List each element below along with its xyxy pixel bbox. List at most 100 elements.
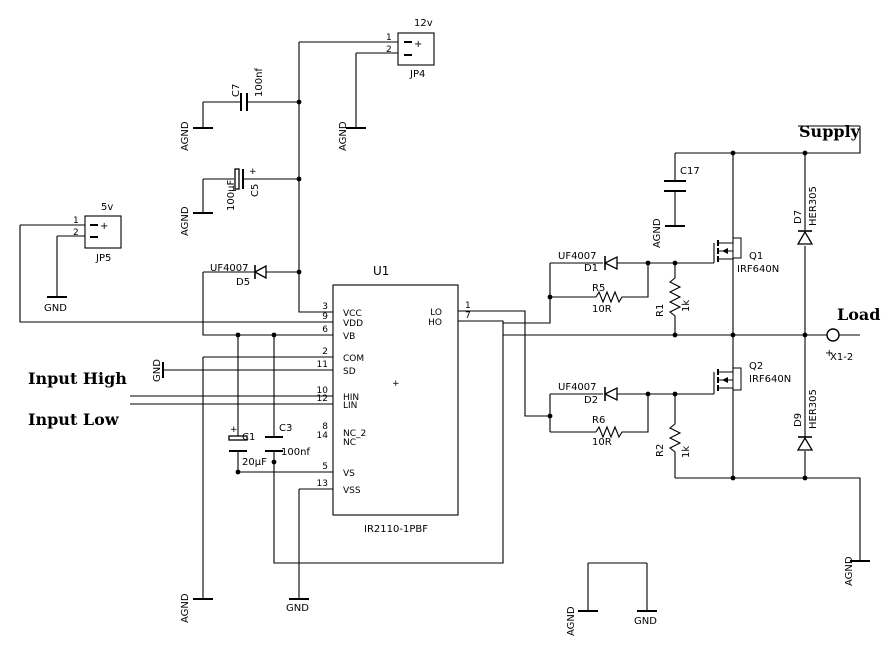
ic-pin-number: 5 [322,462,328,472]
ic-pin-name: VSS [343,486,361,496]
junction [271,459,277,465]
agnd-label-com: AGND [180,593,191,623]
jp5-pin-2: 2 [73,228,79,238]
ic-pin-number: 14 [317,431,329,441]
capacitor-c17: C17 [664,166,700,192]
junction [672,332,678,338]
gnd-label-vss: GND [286,603,309,614]
q2-ref: Q2 [749,361,763,372]
wires [19,41,861,610]
agnd-label-c5: AGND [180,206,191,236]
input-high-label: Input High [28,369,127,388]
jp4-value: 12v [414,18,433,29]
c5-plus-mark: + [249,167,257,177]
ic-pin-name: SD [343,367,356,377]
c7-value: 100nf [254,68,265,97]
ic-pin-name: HIN [343,393,359,403]
ic-pin-number: 11 [317,360,328,370]
ic-pin-name: VDD [343,319,363,329]
ic-pin-number: 8 [322,422,328,432]
junction [547,413,553,419]
ic-left-pins: 3VCC9VDD6VB2COM11SD10HIN12LIN8NC_214NC5V… [317,302,367,496]
ic-pin-name: NC_2 [343,429,366,439]
x1-plus-mark: + [825,348,833,359]
jp4-plus-mark: + [414,39,422,50]
c17-ref: C17 [680,166,700,177]
junction [235,469,241,475]
u1-part: IR2110-1PBF [364,524,428,535]
d7-ref: D7 [793,210,804,224]
d1-part: UF4007 [558,251,597,262]
u1-center-mark: + [392,379,400,389]
d2-part: UF4007 [558,382,597,393]
c1-value: 20µF [242,457,267,468]
gnd-label-sd: GND [152,359,163,382]
c3-value: 100nf [281,447,310,458]
ic-pin-number: 12 [317,394,328,404]
x1-ref: X1-2 [830,352,853,363]
load-label: Load [837,305,880,324]
r1-value: 1k [681,300,692,312]
d1-ref: D1 [584,263,598,274]
ic-pin-name: VB [343,332,355,342]
jp5-plus-mark: + [100,221,108,232]
junction [271,332,277,338]
diode-d1: UF4007 D1 [558,251,618,274]
diode-d7: D7 HER305 [793,186,819,245]
ic-pin-name: LO [430,308,442,318]
junction [645,260,651,266]
junctions [235,99,808,481]
resistor-r1: R1 1k [655,277,692,320]
jp5-pin-1: 1 [73,216,79,226]
supply-label: Supply [799,122,861,141]
jp4-pin-1: 1 [386,33,392,43]
junction [296,269,302,275]
ic-pin-number: 6 [322,325,328,335]
agnd-label-c7: AGND [180,121,191,151]
d2-ref: D2 [584,395,598,406]
jp5-value: 5v [101,202,113,213]
jp4-pin-2: 2 [386,45,392,55]
junction [296,176,302,182]
resistor-r5: R5 10R [592,283,624,315]
jp4-connector: + 12v JP4 1 2 [386,18,435,80]
r6-value: 10R [592,437,612,448]
d5-part: UF4007 [210,263,249,274]
junction [730,475,736,481]
ic-pin-number: 7 [465,311,471,321]
c7-ref: C7 [231,84,242,97]
c1-plus-mark: + [230,425,238,435]
r6-ref: R6 [592,415,605,426]
junction [730,332,736,338]
ic-u1: U1 IR2110-1PBF + 3VCC9VDD6VB2COM11SD10HI… [317,264,471,535]
mosfet-q1: Q1 IRF640N [713,237,779,275]
ic-pin-name: LIN [343,401,357,411]
d9-ref: D9 [793,413,804,427]
junction [672,260,678,266]
gnd-label-bottom: GND [634,616,657,627]
q1-part: IRF640N [737,264,779,275]
ic-pin-number: 1 [465,301,471,311]
junction [802,332,808,338]
ic-pin-number: 2 [322,347,328,357]
ic-pin-name: VCC [343,309,362,319]
d7-part: HER305 [808,186,819,226]
load-terminal: X1-2 + [825,328,853,363]
q1-ref: Q1 [749,251,763,262]
ic-pin-number: 9 [322,312,328,322]
q2-part: IRF640N [749,374,791,385]
capacitor-c3: C3 100nf [265,423,310,458]
junction [296,99,302,105]
ic-pin-number: 13 [317,479,328,489]
jp5-connector: + 5v JP5 1 2 [73,202,122,264]
r1-ref: R1 [655,304,666,317]
agnd-label-power: AGND [844,556,855,586]
junction [802,475,808,481]
c1-ref: C1 [242,432,255,443]
ic-pin-name: VS [343,469,355,479]
junction [802,150,808,156]
capacitor-c5: + 100µF C5 [226,167,261,211]
ic-pin-number: 10 [317,386,329,396]
